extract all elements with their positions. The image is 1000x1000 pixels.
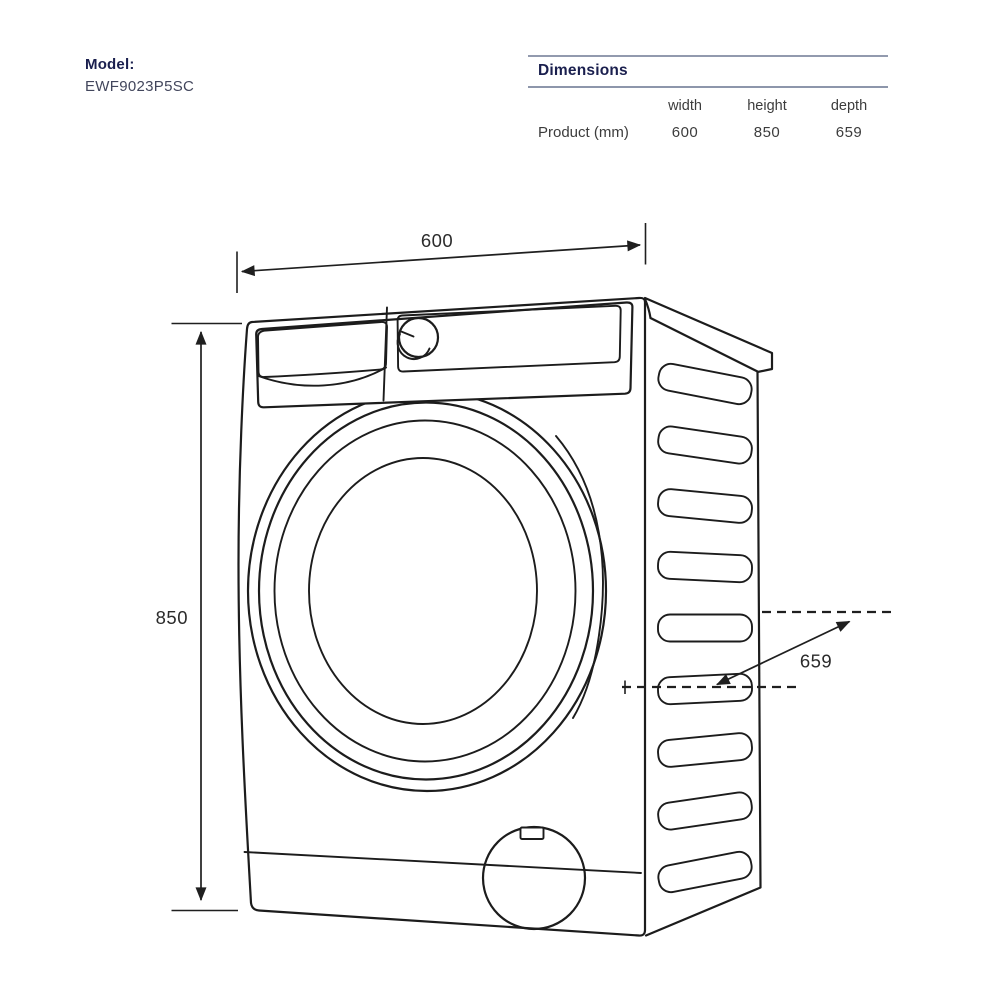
vent-slot: [657, 732, 753, 768]
depth-dimension-label: 659: [800, 651, 832, 672]
model-block: Model: EWF9023P5SC: [85, 56, 194, 97]
width-dimension-arrow: [240, 240, 642, 277]
vent-slot: [657, 550, 753, 584]
dimensions-table: Dimensions width height depth Product (m…: [528, 55, 888, 141]
machine-side-panel: [644, 370, 762, 937]
door-middle-ring: [257, 401, 595, 781]
model-label: Model:: [85, 56, 135, 73]
vent-slot: [657, 791, 753, 831]
value-height: 850: [753, 124, 781, 141]
row-label-product: Product (mm): [538, 124, 629, 141]
door-glass: [308, 457, 538, 725]
dimensions-table-title: Dimensions: [528, 55, 888, 88]
side-vent-slots: [657, 362, 753, 894]
vent-slot: [657, 672, 753, 706]
column-header-height: height: [747, 98, 787, 114]
vent-slot: [657, 850, 753, 894]
machine-line-art: [237, 296, 774, 937]
vent-slot: [657, 488, 753, 524]
door-opening-groove: [555, 435, 604, 719]
detergent-drawer: [257, 321, 388, 378]
model-number: EWF9023P5SC: [85, 77, 195, 95]
machine-lid: [643, 296, 774, 374]
value-width: 600: [671, 124, 699, 141]
column-header-width: width: [668, 98, 702, 114]
door-porthole: [246, 389, 608, 793]
width-dimension: 600: [236, 223, 647, 293]
vent-slot: [657, 613, 753, 643]
vent-slot: [657, 362, 753, 406]
kick-panel-line: [243, 851, 642, 874]
dimensions-table-grid: width height depth Product (mm) 600 850 …: [528, 88, 888, 141]
machine-front-face: [237, 296, 647, 937]
machine-lid-rim-edge: [649, 316, 759, 373]
drawer-handle-groove: [257, 366, 387, 387]
depth-dimension: 659: [622, 610, 893, 694]
control-panel: [255, 301, 634, 409]
dimension-annotations: 600 850 659: [156, 223, 893, 912]
panel-display-area: [396, 304, 622, 373]
program-knob-pointer: [399, 330, 415, 338]
program-knob-bevel: [396, 333, 431, 360]
filter-access-door: [481, 825, 587, 931]
vent-slot: [657, 425, 753, 465]
door-trim-ring: [273, 419, 577, 763]
height-dimension-label: 850: [156, 607, 188, 628]
value-depth: 659: [835, 124, 863, 141]
depth-dimension-arrow: [716, 620, 851, 686]
column-header-depth: depth: [830, 98, 868, 114]
width-dimension-label: 600: [421, 230, 453, 251]
height-dimension: 850: [156, 322, 242, 912]
program-knob: [397, 316, 440, 359]
filter-door-latch: [519, 826, 545, 840]
door-outer-ring: [246, 389, 608, 793]
